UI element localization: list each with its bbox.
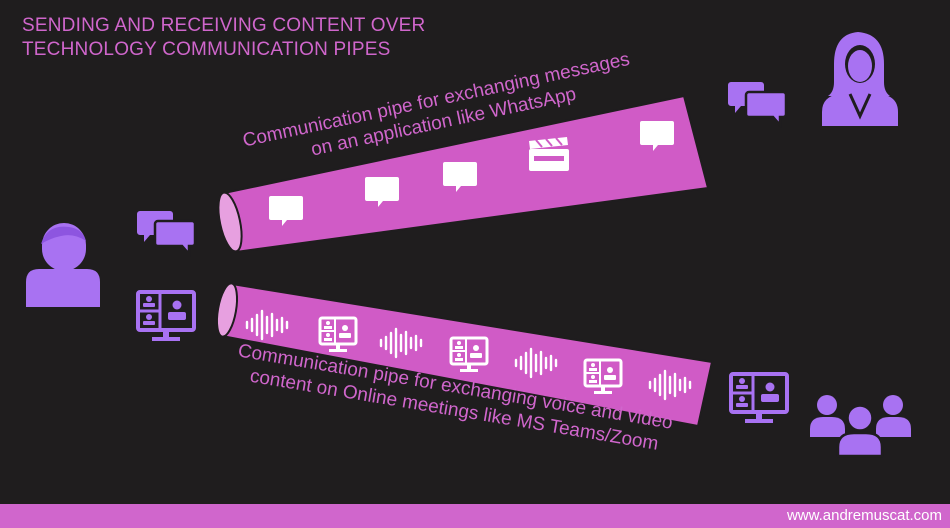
male-user-icon xyxy=(26,223,100,307)
meetings-pipe xyxy=(215,282,714,428)
chat-bubbles-icon xyxy=(726,80,788,127)
chat-bubbles-icon xyxy=(135,209,197,256)
title-line-2: TECHNOLOGY COMMUNICATION PIPES xyxy=(22,39,391,60)
video-call-icon xyxy=(729,372,789,425)
diagram-canvas: Communication pipe for exchanging messag… xyxy=(26,32,911,458)
female-user-icon xyxy=(822,32,898,126)
clapperboard-icon xyxy=(528,136,570,172)
group-users-icon xyxy=(810,395,911,458)
video-call-icon xyxy=(136,290,196,343)
footer-bar: www.andremuscat.com xyxy=(0,504,950,528)
messaging-pipe xyxy=(217,94,710,254)
title-line-1: SENDING AND RECEIVING CONTENT OVER xyxy=(22,15,426,36)
website-url: www.andremuscat.com xyxy=(786,507,942,524)
diagram-title: SENDING AND RECEIVING CONTENT OVER TECHN… xyxy=(22,14,425,62)
